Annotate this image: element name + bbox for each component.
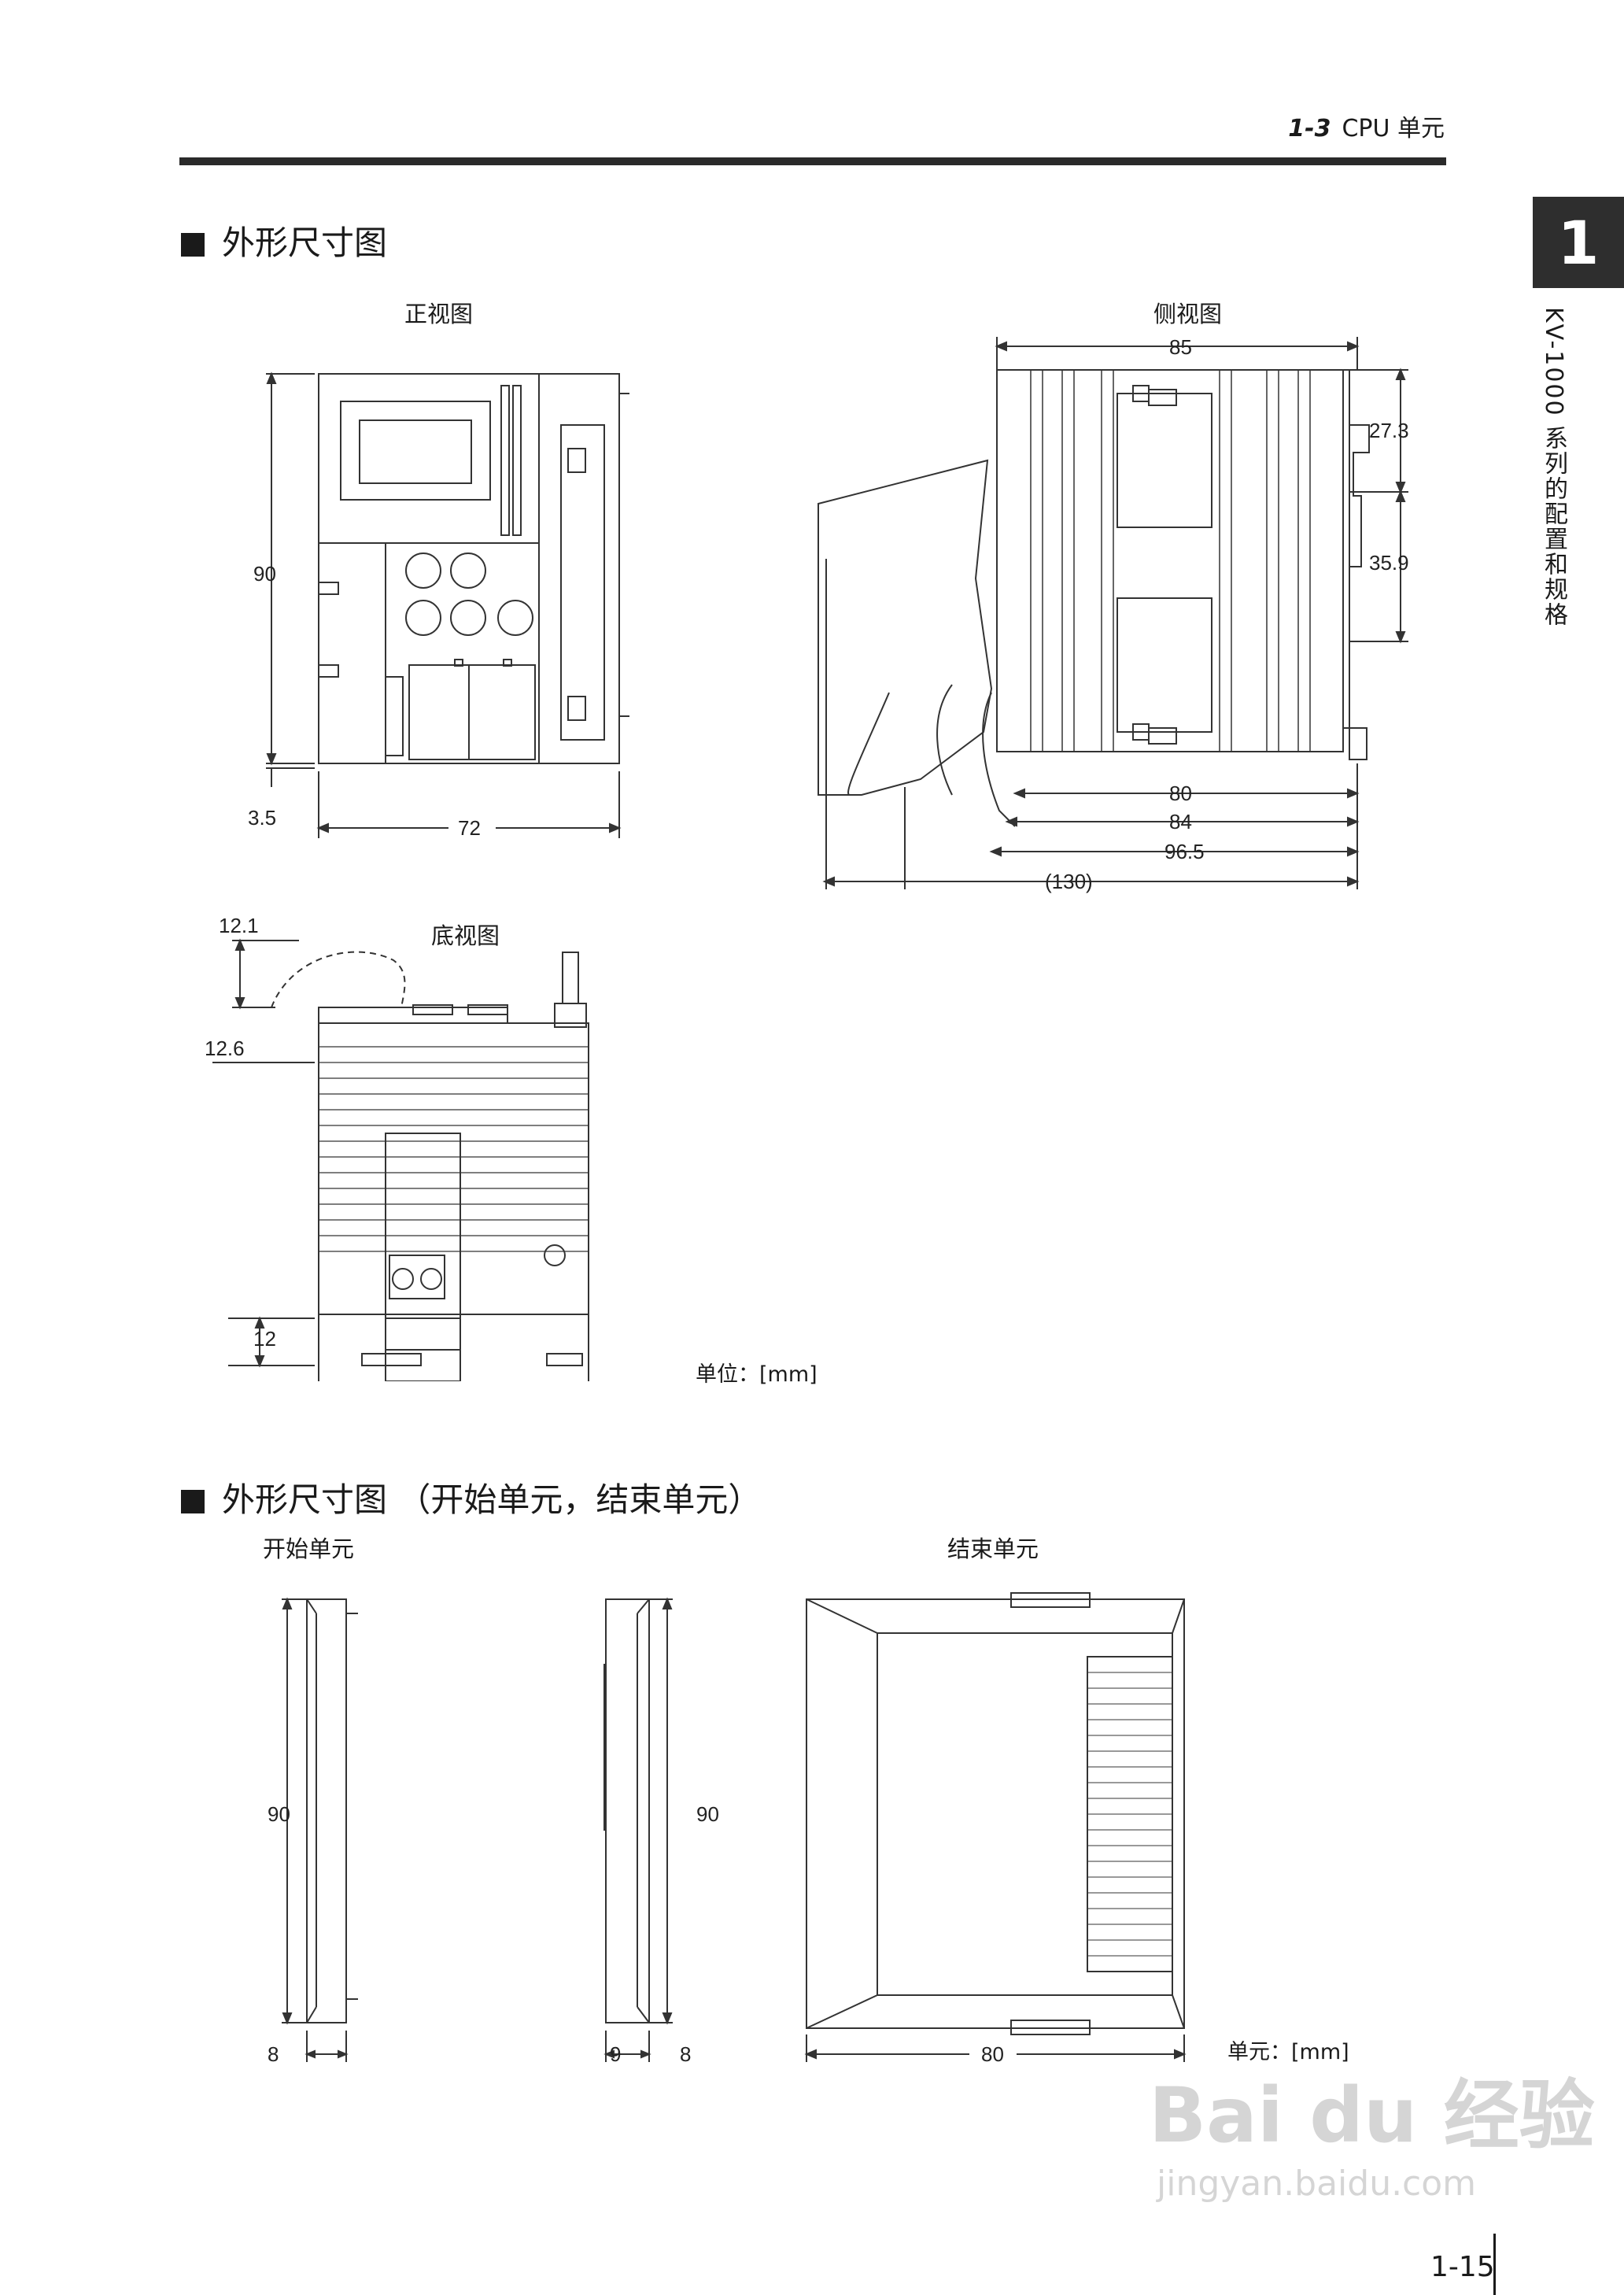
header-rule (179, 157, 1446, 165)
front-dim-offset: 3.5 (248, 806, 276, 830)
side-dim-130: (130) (1045, 870, 1093, 893)
bottom-dim-12: 12 (253, 1327, 276, 1351)
end-dim-width: 80 (981, 2042, 1004, 2066)
start-unit-drawing: 90 8 90 9 8 (268, 1597, 719, 2066)
section1-title: 外形尺寸图 (222, 224, 388, 262)
bottom-dim-12-1: 12.1 (219, 914, 259, 937)
front-view-drawing: 90 72 3.5 (248, 371, 629, 840)
front-housing (318, 373, 540, 764)
square-bullet-icon (181, 233, 205, 257)
end-unit-caption: 结束单元 (947, 1536, 1039, 1562)
bottom-housing (318, 1022, 589, 1381)
front-din-slot (560, 424, 605, 741)
start-dim-w1: 8 (268, 2042, 279, 2066)
section-title-start-end-units: 外形尺寸图 （开始单元，结束单元） (181, 1473, 761, 1521)
front-display-frame (340, 401, 491, 501)
bottom-dim-12-6: 12.6 (205, 1037, 245, 1060)
section-title-dimensions: 外形尺寸图 (181, 216, 387, 264)
side-dim-d1: 27.3 (1369, 419, 1409, 442)
end-unit-drawing: 80 (804, 1592, 1187, 2066)
unit-label-1: 单位：[mm] (696, 1362, 818, 1387)
chapter-side-label: KV-1000 系列的配置和规格 (1540, 307, 1567, 628)
unit-label-2: 单元：[mm] (1227, 2040, 1349, 2064)
start-dim-w2b: 8 (680, 2042, 691, 2066)
bottom-view-drawing: 12.1 12.6 12 (205, 914, 589, 1381)
start-dim-h1: 90 (268, 1802, 290, 1826)
header-section-number: 1-3 (1288, 115, 1331, 142)
watermark-brand: Bai du 经验 (1149, 2071, 1595, 2160)
side-view-caption: 侧视图 (1153, 301, 1223, 327)
start-unit-caption: 开始单元 (263, 1536, 355, 1562)
chapter-tab: 1 (1533, 197, 1624, 288)
watermark-url: jingyan.baidu.com (1157, 2164, 1477, 2204)
front-dim-height: 90 (253, 562, 276, 586)
side-dim-96-5: 96.5 (1164, 840, 1205, 863)
start-dim-w2a: 9 (610, 2042, 621, 2066)
side-dim-80: 80 (1169, 782, 1192, 805)
header-section-title: CPU 单元 (1342, 115, 1445, 142)
end-unit-body (806, 1598, 1185, 2029)
start-dim-h2: 90 (696, 1802, 719, 1826)
header-title: 1-3 CPU 单元 (1288, 109, 1445, 143)
side-dim-84: 84 (1169, 810, 1192, 833)
section2-title: 外形尺寸图 （开始单元，结束单元） (222, 1480, 762, 1519)
baidu-watermark: Bai du 经验 jingyan.baidu.com (1149, 2054, 1595, 2204)
front-dim-width: 72 (458, 816, 481, 840)
side-dim-top: 85 (1169, 335, 1192, 359)
front-display (359, 419, 472, 484)
side-housing (996, 369, 1344, 752)
square-bullet-icon (181, 1490, 205, 1513)
bottom-view-caption: 底视图 (431, 922, 500, 949)
page-rule (1493, 2234, 1496, 2295)
side-dim-d2: 35.9 (1369, 551, 1409, 575)
front-view-caption: 正视图 (404, 301, 474, 327)
page-number: 1-15 (1430, 2251, 1495, 2283)
side-view-drawing: 85 27.3 35.9 80 84 96.5 (130) (818, 335, 1409, 893)
